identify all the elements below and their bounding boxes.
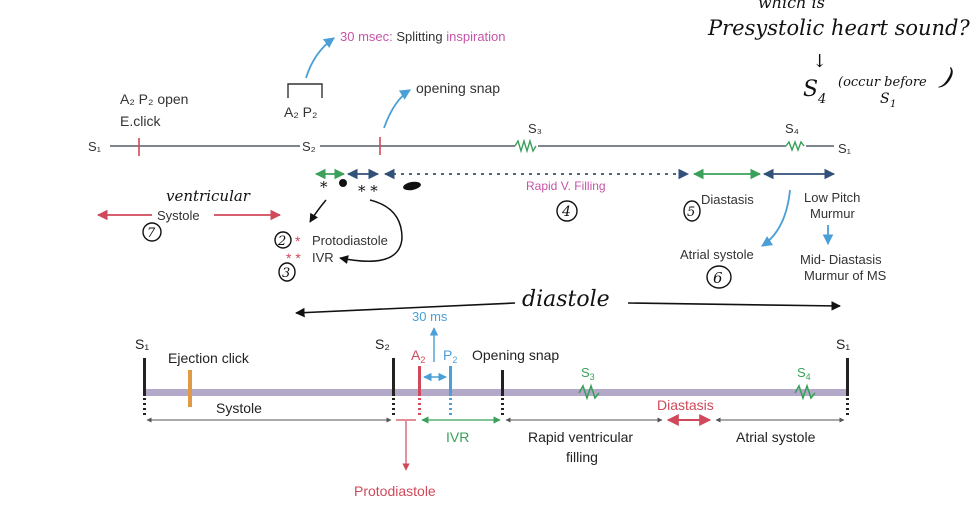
s3-wave — [514, 138, 537, 154]
circle-3 — [278, 262, 296, 282]
a2-tick — [418, 366, 421, 396]
lower-s3-label: S3 — [581, 365, 595, 382]
lower-s1-right: S₁ — [836, 336, 850, 352]
diastole-left-arrow — [295, 302, 516, 318]
circle-6-label: 6 — [713, 269, 723, 287]
lower-systole-label: Systole — [216, 400, 262, 416]
note-down-arrow: ↓ — [812, 51, 827, 72]
handwritten-marks: * * * — [309, 178, 421, 264]
murmur-ms-label: Murmur of MS — [804, 268, 887, 283]
circle-7-label: 7 — [147, 226, 156, 241]
upper-timeline — [110, 137, 834, 156]
split-label: 30 msec: Splitting inspiration — [340, 29, 506, 44]
rapid-filling-label: Rapid V. Filling — [526, 179, 606, 193]
circle-5-label: 5 — [687, 205, 695, 220]
diastole-note: diastole — [522, 287, 610, 312]
upper-s1-right: S₁ — [838, 141, 852, 156]
a2p2-open-label: A₂ P₂ open — [120, 91, 188, 107]
hw-dot-1 — [339, 179, 347, 187]
circle-2-label: 2 — [277, 234, 286, 249]
murmur-label: Murmur — [810, 206, 855, 221]
upper-protodiastole-label: Protodiastole — [312, 233, 388, 248]
circle-4-label: 4 — [561, 204, 571, 220]
upper-systole-label: Systole — [157, 208, 200, 223]
atrial-systole-blue-arrow — [761, 189, 791, 247]
lower-s1-left: S₁ — [135, 336, 149, 352]
a2p2-label: A₂ P₂ — [284, 104, 317, 120]
p2-label: P2 — [443, 347, 457, 365]
s4-wave — [785, 140, 805, 152]
lower-s1-right-tick — [846, 358, 849, 396]
upper-s1-left: S₁ — [88, 139, 102, 154]
hw-arrow-to-protodiastole — [309, 199, 327, 223]
lower-s3-wave — [578, 383, 600, 401]
a2-label: A2 — [411, 347, 425, 365]
circled-numbers: 2 3 4 5 6 7 — [142, 200, 732, 289]
lower-s2: S₂ — [375, 336, 390, 352]
hw-arrow-to-ivr — [339, 199, 403, 264]
note-close-paren: ) — [937, 62, 958, 94]
split-arrow — [305, 37, 335, 79]
ejection-click-label: Ejection click — [168, 350, 250, 366]
systole-label-bg — [152, 206, 214, 224]
low-pitch-label: Low Pitch — [804, 190, 860, 205]
protodiastole-star: * — [295, 233, 301, 249]
lower-ticks — [143, 358, 849, 416]
lower-timeline-bar — [146, 389, 848, 396]
note-occur-before: (occur before — [838, 75, 927, 90]
note-which-is: which is — [758, 0, 825, 12]
circle-3-label: 3 — [282, 266, 290, 281]
upper-atrial-systole-label: Atrial systole — [680, 247, 754, 262]
upper-s2: S₂ — [302, 139, 316, 154]
rapid-line1-label: Rapid ventricular — [528, 429, 633, 445]
lower-ivr-label: IVR — [446, 429, 469, 445]
opening-snap-arrow — [383, 89, 411, 129]
opening-snap-label: opening snap — [416, 80, 500, 96]
circle-5 — [683, 200, 701, 222]
circle-2 — [274, 231, 292, 249]
ivr-stars: * * — [286, 250, 301, 266]
note-s: S — [803, 77, 818, 102]
upper-s4: S₄ — [785, 121, 799, 136]
ms30-label: 30 ms — [412, 309, 448, 324]
rapid-line2-label: filling — [566, 449, 598, 465]
upper-s3: S₃ — [528, 121, 542, 136]
lower-diastasis-label: Diastasis — [657, 397, 714, 413]
a2p2-bracket — [287, 83, 323, 98]
eclick-label: E.click — [120, 113, 161, 129]
hw-star-1: * — [320, 178, 328, 196]
note-presystolic: Presystolic heart sound? — [707, 16, 971, 40]
note-s1: S — [880, 91, 890, 107]
lower-atrial-systole-label: Atrial systole — [736, 429, 816, 445]
p2-tick — [449, 366, 452, 396]
lower-s4-wave — [794, 383, 816, 401]
circle-7 — [142, 222, 162, 242]
lower-s4-label: S4 — [797, 365, 811, 382]
upper-diastasis-label: Diastasis — [701, 192, 754, 207]
hw-star-2: * * — [358, 182, 378, 200]
lower-os-tick — [501, 370, 504, 396]
note-s4-sub: 4 — [817, 92, 826, 107]
hw-dot-2 — [403, 181, 421, 191]
lower-s2-tick — [392, 358, 395, 396]
lower-s1-left-tick — [143, 358, 146, 396]
upper-ivr-label: IVR — [312, 250, 334, 265]
mid-diastasis-label: Mid- Diastasis — [800, 252, 882, 267]
circle-4 — [556, 200, 578, 222]
note-s1-sub: 1 — [890, 99, 896, 110]
diastole-right-arrow — [627, 301, 841, 311]
handwritten-note: which is Presystolic heart sound? ↓ S 4 … — [707, 0, 971, 110]
ejection-click-tick — [188, 370, 192, 407]
ventricular-note: ventricular — [166, 187, 251, 205]
lower-opening-snap-label: Opening snap — [472, 347, 559, 363]
lower-protodiastole-label: Protodiastole — [354, 483, 436, 499]
circle-6 — [706, 265, 732, 289]
